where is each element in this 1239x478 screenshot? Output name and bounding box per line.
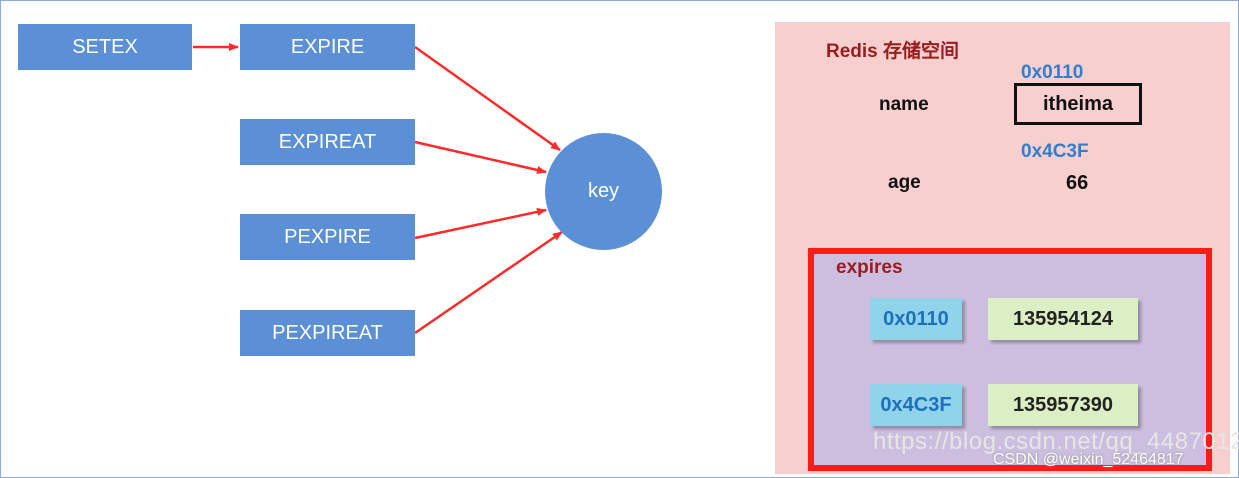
arrow-expireat-to-key xyxy=(414,140,547,174)
command-pexpireat: PEXPIREAT xyxy=(240,310,415,356)
command-expireat: EXPIREAT xyxy=(240,119,415,165)
expires-box xyxy=(808,248,1212,471)
expires-row-1-time: 135954124 xyxy=(988,298,1138,340)
expires-row-2-time: 135957390 xyxy=(988,384,1138,426)
name-address: 0x0110 xyxy=(1021,62,1084,83)
arrow-pexpireat-to-key xyxy=(414,230,563,335)
arrow-expire-to-key xyxy=(414,45,561,152)
command-expire: EXPIRE xyxy=(240,24,415,70)
command-pexpire: PEXPIRE xyxy=(240,214,415,260)
name-value-box: itheima xyxy=(1014,83,1142,125)
field-age-label: age xyxy=(888,172,921,193)
age-address: 0x4C3F xyxy=(1021,141,1089,162)
expires-row-1-address: 0x0110 xyxy=(870,298,962,340)
redis-storage-title: Redis 存储空间 xyxy=(826,41,960,62)
command-setex: SETEX xyxy=(18,24,192,70)
key-node: key xyxy=(545,133,662,250)
field-name-label: name xyxy=(879,94,929,115)
age-value: 66 xyxy=(1066,172,1089,194)
csdn-credit: CSDN @weixin_52464817 xyxy=(993,451,1184,468)
expires-row-2-address: 0x4C3F xyxy=(870,384,962,426)
url-watermark: https://blog.csdn.net/qq_4487012 xyxy=(873,428,1239,455)
arrow-pexpire-to-key xyxy=(414,207,547,240)
expires-title: expires xyxy=(836,257,903,278)
